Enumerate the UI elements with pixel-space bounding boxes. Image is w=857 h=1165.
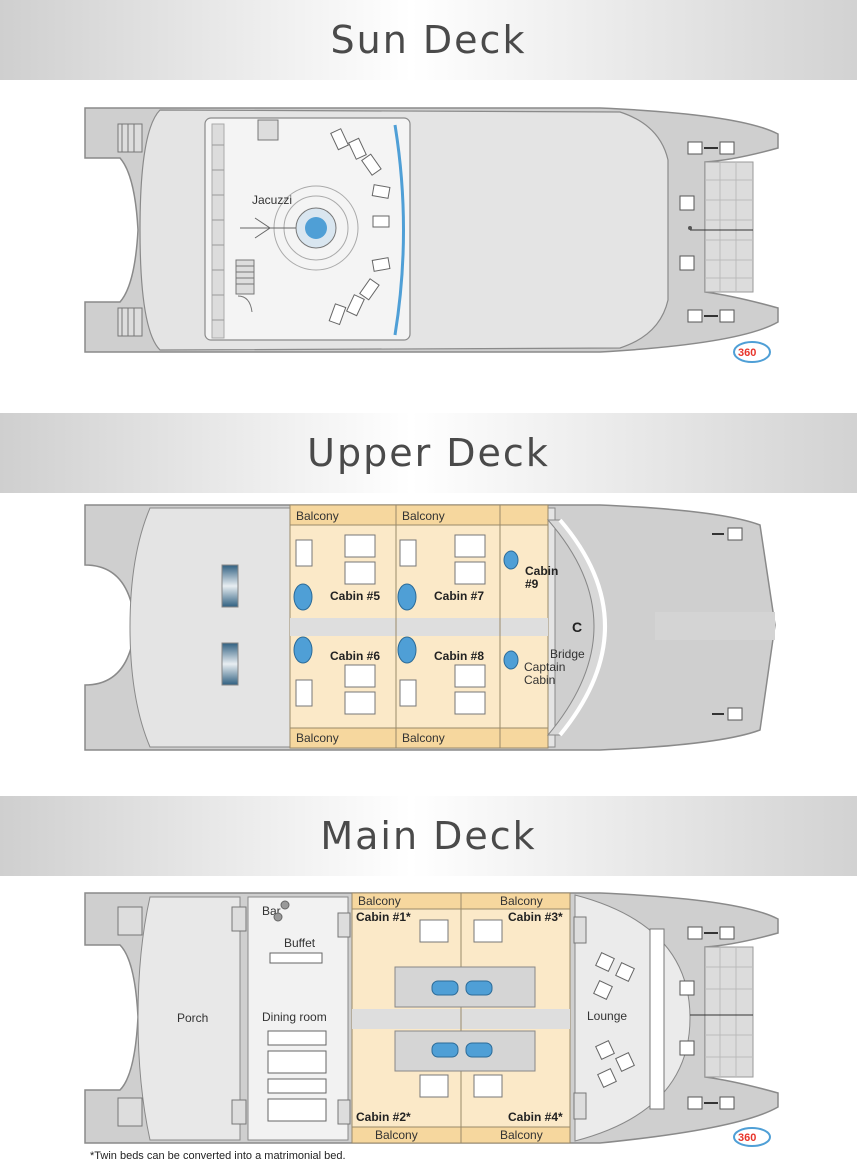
upper-deck-header: Upper Deck — [0, 413, 857, 493]
jacuzzi-label: Jacuzzi — [252, 193, 292, 207]
main-360-icon: 360 — [733, 1127, 771, 1147]
buffet-label: Buffet — [284, 936, 316, 950]
upper-deck-title: Upper Deck — [307, 431, 550, 475]
cabin-3-label: Cabin #3* — [508, 910, 563, 924]
sun-360-icon: 360 — [733, 341, 771, 363]
captain-cabin-label-2: Cabin — [524, 673, 555, 687]
lounge-label: Lounge — [587, 1009, 627, 1023]
svg-text:360: 360 — [738, 1132, 756, 1144]
bridge-label: Bridge — [550, 647, 585, 661]
main-deck-header: Main Deck — [0, 796, 857, 876]
upper-balcony-label-1: Balcony — [296, 509, 339, 523]
cabin-7-label: Cabin #7 — [434, 589, 484, 603]
porch-label: Porch — [177, 1011, 208, 1025]
main-balcony-label-4: Balcony — [500, 1128, 543, 1142]
cabin-2-label: Cabin #2* — [356, 1110, 411, 1124]
sun-deck-title: Sun Deck — [330, 18, 527, 62]
svg-text:C: C — [572, 619, 582, 635]
footnote: *Twin beds can be converted into a matri… — [90, 1150, 346, 1162]
cabin-4-label: Cabin #4* — [508, 1110, 563, 1124]
main-balcony-label-1: Balcony — [358, 894, 401, 908]
jacuzzi-icon — [240, 185, 359, 271]
upper-balcony-label-2: Balcony — [402, 509, 445, 523]
dining-room-label: Dining room — [262, 1010, 327, 1024]
svg-text:360: 360 — [738, 347, 756, 359]
cabin-9-label: Cabin — [525, 564, 558, 578]
sun-deck-header: Sun Deck — [0, 0, 857, 80]
main-balcony-label-2: Balcony — [500, 894, 543, 908]
cabin-6-label: Cabin #6 — [330, 649, 380, 663]
upper-balcony-label-4: Balcony — [402, 731, 445, 745]
cabin-1-label: Cabin #1* — [356, 910, 411, 924]
cabin-8-label: Cabin #8 — [434, 649, 484, 663]
main-deck-plan: Porch Bar Buffet Dining room Balc — [0, 885, 857, 1147]
main-deck-title: Main Deck — [320, 814, 537, 858]
cabin-5-label: Cabin #5 — [330, 589, 380, 603]
cabin-9-number: #9 — [525, 577, 539, 591]
captain-cabin-label-1: Captain — [524, 660, 565, 674]
upper-balcony-label-3: Balcony — [296, 731, 339, 745]
upper-deck-plan: Balcony Balcony Balcony Balcony Cabin #5… — [0, 500, 857, 755]
sun-deck-plan: Jacuzzi — [0, 100, 857, 380]
main-balcony-label-3: Balcony — [375, 1128, 418, 1142]
